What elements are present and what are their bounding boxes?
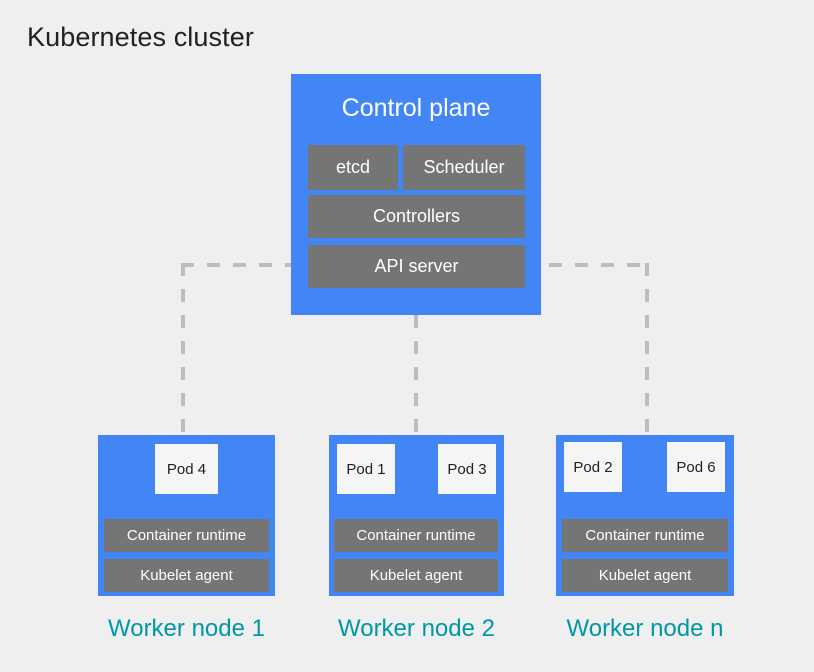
worker-node-1-kubelet-agent: Kubelet agent — [104, 559, 269, 592]
worker-node-2-label: Worker node 2 — [338, 615, 495, 642]
control-plane-component-scheduler: Scheduler — [403, 145, 525, 190]
connector-api-to-worker-2-vertical — [414, 315, 418, 439]
worker-node-n-container-runtime: Container runtime — [562, 519, 728, 552]
control-plane-component-api-server: API server — [308, 245, 525, 288]
worker-node-2-pod-2: Pod 3 — [438, 444, 496, 494]
worker-node-2-pod-1: Pod 1 — [337, 444, 395, 494]
connector-api-to-worker-n-horizontal — [523, 263, 649, 267]
control-plane-component-controllers: Controllers — [308, 195, 525, 238]
control-plane-component-etcd: etcd — [308, 145, 398, 190]
worker-node-1-pod-1: Pod 4 — [155, 444, 218, 494]
worker-node-n-label: Worker node n — [566, 615, 724, 642]
worker-node-n-pod-2: Pod 6 — [667, 442, 725, 492]
worker-node-1-label: Worker node 1 — [108, 615, 265, 642]
control-plane-title: Control plane — [341, 94, 491, 122]
worker-node-n-kubelet-agent: Kubelet agent — [562, 559, 728, 592]
worker-node-2-kubelet-agent: Kubelet agent — [334, 559, 498, 592]
connector-api-to-worker-1-horizontal — [181, 263, 311, 267]
worker-node-1-container-runtime: Container runtime — [104, 519, 269, 552]
worker-node-n-pod-1: Pod 2 — [564, 442, 622, 492]
page-title: Kubernetes cluster — [27, 22, 254, 52]
connector-api-to-worker-n-vertical — [645, 263, 649, 439]
connector-api-to-worker-1-vertical — [181, 263, 185, 439]
worker-node-2-container-runtime: Container runtime — [334, 519, 498, 552]
